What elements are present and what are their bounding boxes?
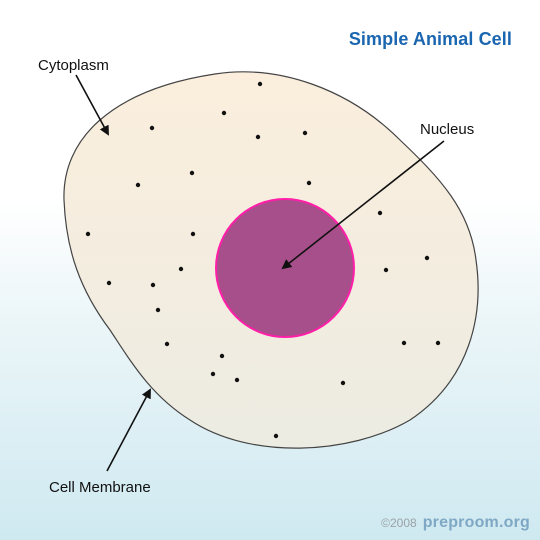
granule-dot <box>306 180 312 186</box>
cytoplasm-granules <box>85 81 441 439</box>
granule-dot <box>189 170 195 176</box>
copyright-text: ©2008 <box>381 516 417 530</box>
granule-dot <box>155 307 161 313</box>
cell-membrane-label: Cell Membrane <box>49 479 151 496</box>
cytoplasm-arrow <box>75 74 109 136</box>
granule-dot <box>234 377 240 383</box>
granule-dot <box>219 353 225 359</box>
nucleus-arrow <box>281 140 445 270</box>
footer: ©2008 preproom.org <box>381 514 530 532</box>
granule-dot <box>257 81 263 87</box>
granule-dot <box>149 125 155 131</box>
granule-dot <box>435 340 441 346</box>
nucleus-label: Nucleus <box>420 121 475 138</box>
granule-dot <box>150 282 156 288</box>
granule-dot <box>164 341 170 347</box>
granule-dot <box>135 182 141 188</box>
brand-logo[interactable]: preproom.org <box>422 514 530 531</box>
granule-dot <box>221 110 227 116</box>
granule-dot <box>85 231 91 237</box>
cytoplasm-label: Cytoplasm <box>38 57 109 74</box>
nucleus <box>215 198 355 338</box>
granule-dot <box>302 130 308 136</box>
granule-dot <box>377 210 383 216</box>
granule-dot <box>210 371 216 377</box>
granule-dot <box>273 433 279 439</box>
granule-dot <box>401 340 407 346</box>
granule-dot <box>190 231 196 237</box>
granule-dot <box>383 267 389 273</box>
granule-dot <box>106 280 112 286</box>
granule-dot <box>424 255 430 261</box>
granule-dot <box>255 134 261 140</box>
granule-dot <box>178 266 184 272</box>
granule-dot <box>340 380 346 386</box>
membrane-arrow <box>106 388 151 472</box>
diagram-title: Simple Animal Cell <box>348 29 512 49</box>
